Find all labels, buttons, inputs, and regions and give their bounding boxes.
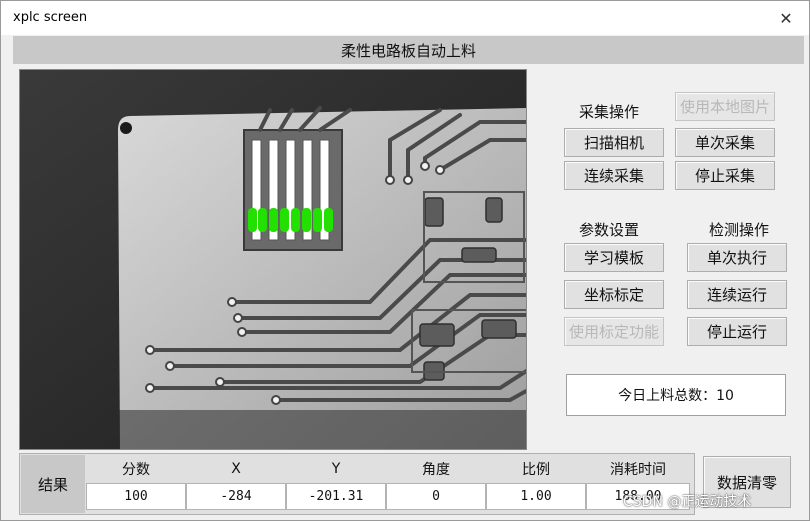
results-label: 结果 bbox=[21, 455, 85, 513]
results-panel: 结果 分数 100 X -284 Y -201.31 角度 0 比例 1.00 … bbox=[19, 453, 695, 515]
elapsed-time-header: 消耗时间 bbox=[610, 462, 666, 478]
y-value: -201.31 bbox=[286, 483, 386, 510]
title-bar: xplc screen ✕ bbox=[1, 1, 809, 35]
detect-section-label: 检测操作 bbox=[709, 221, 770, 239]
continuous-run-button[interactable]: 连续运行 bbox=[687, 280, 787, 309]
single-execute-button[interactable]: 单次执行 bbox=[687, 243, 787, 272]
close-icon[interactable]: ✕ bbox=[779, 8, 793, 28]
learn-template-button[interactable]: 学习模板 bbox=[564, 243, 664, 272]
watermark: CSDN @正运动技术 bbox=[623, 494, 752, 510]
params-section-label: 参数设置 bbox=[579, 221, 640, 239]
page-title: 柔性电路板自动上料 bbox=[13, 36, 804, 64]
camera-image-view bbox=[19, 69, 527, 450]
angle-value: 0 bbox=[386, 483, 486, 510]
x-value: -284 bbox=[186, 483, 286, 510]
daily-feed-counter: 今日上料总数：10 bbox=[566, 374, 786, 416]
coord-calibration-button[interactable]: 坐标标定 bbox=[564, 280, 664, 309]
clear-data-button[interactable]: 数据清零 bbox=[703, 456, 791, 508]
score-header: 分数 bbox=[122, 462, 150, 478]
angle-header: 角度 bbox=[422, 462, 450, 478]
scan-camera-button[interactable]: 扫描相机 bbox=[564, 128, 664, 157]
x-header: X bbox=[231, 461, 241, 477]
stop-capture-button[interactable]: 停止采集 bbox=[675, 161, 775, 190]
single-capture-button[interactable]: 单次采集 bbox=[675, 128, 775, 157]
score-value: 100 bbox=[86, 483, 186, 510]
capture-section-label: 采集操作 bbox=[579, 103, 640, 121]
stop-run-button[interactable]: 停止运行 bbox=[687, 317, 787, 346]
use-local-image-button[interactable]: 使用本地图片 bbox=[675, 92, 775, 121]
fpc-board-image bbox=[20, 70, 526, 449]
scale-value: 1.00 bbox=[486, 483, 586, 510]
continuous-capture-button[interactable]: 连续采集 bbox=[564, 161, 664, 190]
elapsed-time-value: 188.00 bbox=[586, 483, 690, 510]
scale-header: 比例 bbox=[522, 462, 550, 478]
use-calibration-button[interactable]: 使用标定功能 bbox=[564, 317, 664, 346]
y-header: Y bbox=[331, 461, 341, 477]
window-title: xplc screen bbox=[13, 10, 88, 25]
